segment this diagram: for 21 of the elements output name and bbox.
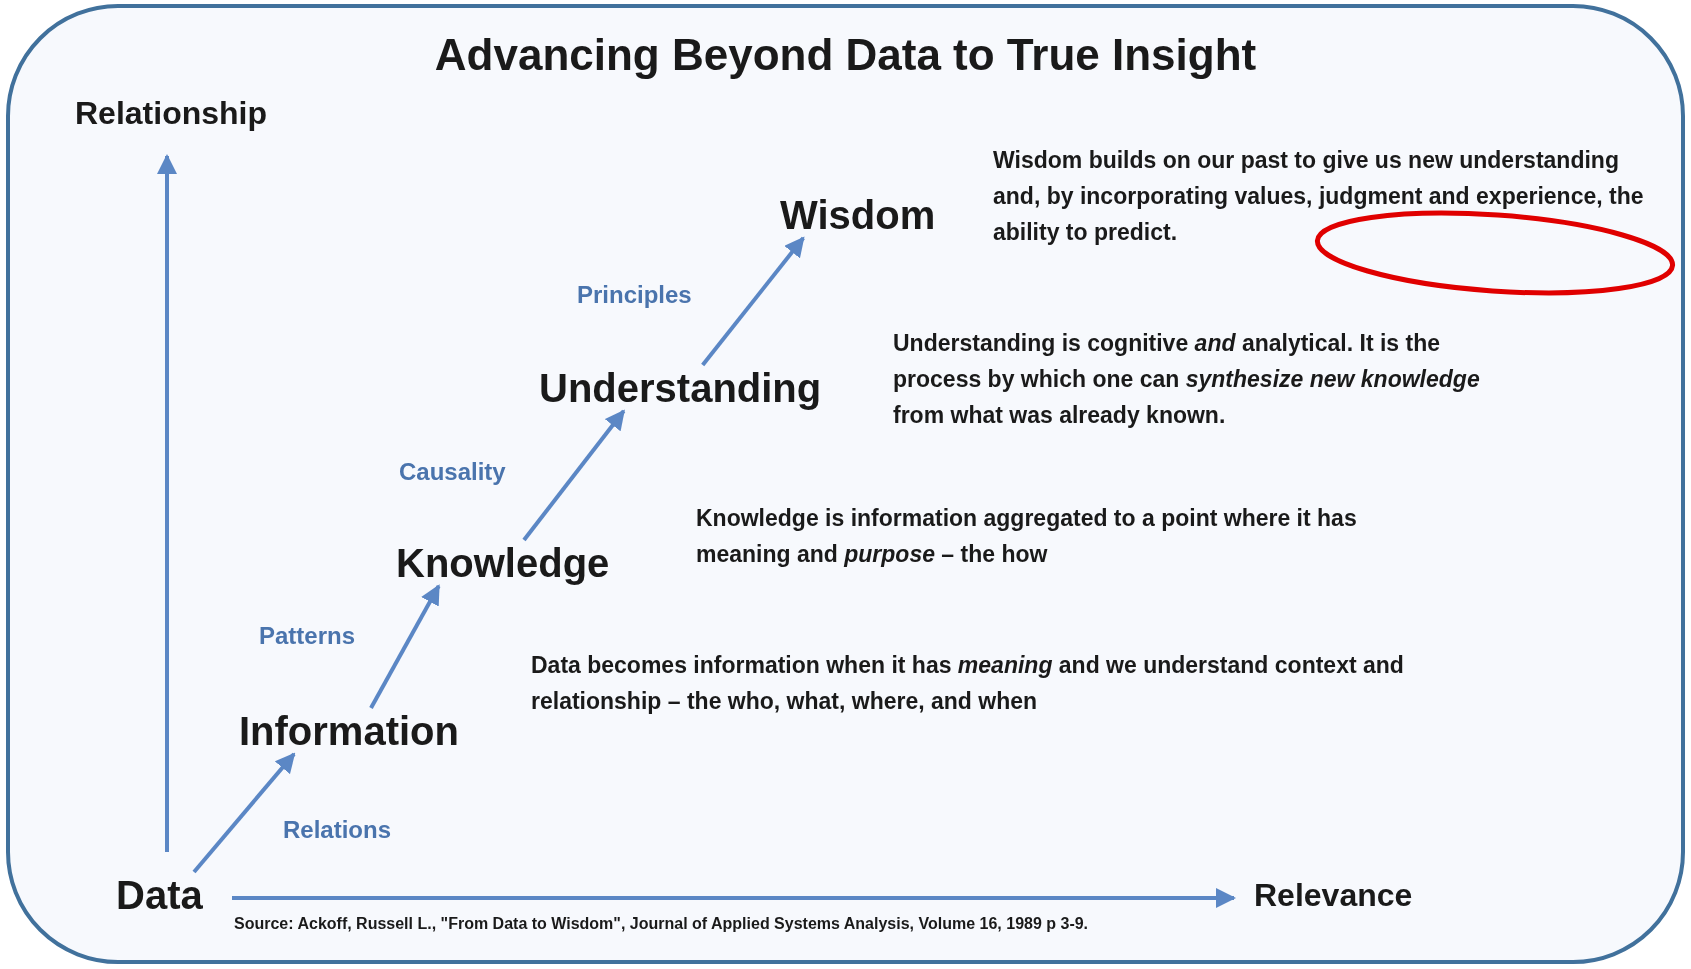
- arrow: [192, 752, 296, 874]
- description-text: Wisdom builds on our past to give us new understanding and, by incorporating values, judgment and experience, the ability to predict.: [993, 146, 1645, 247]
- axis-label: Relevance: [1254, 876, 1413, 915]
- title: Advancing Beyond Data to True Insight: [433, 30, 1258, 80]
- arrow: [369, 584, 441, 709]
- arrow: [522, 409, 626, 542]
- description-text: Data becomes information when it has meaning and we understand context and relationship – the who, what, where, and when: [531, 651, 1405, 716]
- description-text: Knowledge is information aggregated to a point where it has meaning and purpose – the how: [696, 504, 1358, 569]
- axis-label: Relationship: [75, 94, 267, 133]
- edge-label: Relations: [283, 816, 392, 844]
- edge-label: Causality: [399, 458, 506, 486]
- arrow: [701, 236, 805, 367]
- edge-label: Patterns: [259, 622, 356, 650]
- description-text: Understanding is cognitive and analytical. It is the process by which one can synthesize new knowledge from what was already known.: [893, 329, 1481, 430]
- source-caption: Source: Ackoff, Russell L., "From Data to Wisdom", Journal of Applied Systems Analysis, Volume 16, 1989 p 3-9.: [234, 915, 1090, 933]
- stage-label: Knowledge: [396, 540, 610, 586]
- stage-label: Wisdom: [780, 192, 936, 238]
- stage-label: Understanding: [539, 365, 822, 411]
- stage-label: Information: [239, 708, 459, 754]
- edge-label: Principles: [577, 281, 692, 309]
- stage-label: Data: [116, 872, 203, 918]
